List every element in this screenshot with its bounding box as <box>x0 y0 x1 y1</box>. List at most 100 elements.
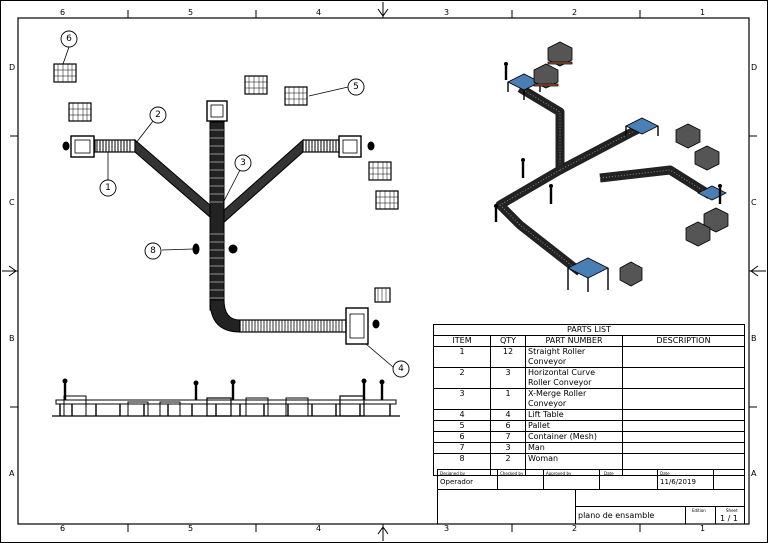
edition-cell: Edition <box>685 506 715 524</box>
designed-by-value: Operador <box>440 478 474 486</box>
cell-qty: 6 <box>490 420 526 432</box>
zone-col-3-top: 3 <box>444 8 450 17</box>
blank-cell <box>713 469 745 489</box>
zone-col-1-bottom: 1 <box>700 524 706 533</box>
cell-part: Straight Roller Conveyor <box>525 346 623 368</box>
zone-row-c-right: C <box>751 198 757 207</box>
cell-desc <box>622 388 745 410</box>
cell-item: 5 <box>433 420 491 432</box>
callout-4-circle <box>392 360 410 378</box>
sheet-value: 1 / 1 <box>720 514 738 523</box>
cell-qty: 7 <box>490 431 526 443</box>
header-part-number: PART NUMBER <box>525 335 623 347</box>
cell-part: Lift Table <box>525 409 623 421</box>
approved-by-cell: Approved by <box>543 469 599 489</box>
zone-row-b-left: B <box>9 334 15 343</box>
callout-6: 6 <box>66 34 72 44</box>
parts-list-table: PARTS LIST ITEM QTY PART NUMBER DESCRIPT… <box>433 324 745 476</box>
zone-col-4-bottom: 4 <box>316 524 322 533</box>
cell-desc <box>622 431 745 443</box>
drawing-title-cell: plano de ensamble <box>575 506 685 524</box>
zone-row-d-right: D <box>751 63 758 72</box>
cell-part: Pallet <box>525 420 623 432</box>
date-value: 11/6/2019 <box>660 478 696 486</box>
callout-5: 5 <box>353 82 359 92</box>
drawing-title: plano de ensamble <box>578 511 655 520</box>
zone-col-2-bottom: 2 <box>572 524 578 533</box>
blank-left-cell <box>437 489 575 524</box>
cell-part: X-Merge Roller Conveyor <box>525 388 623 410</box>
cell-qty: 4 <box>490 409 526 421</box>
cell-item: 6 <box>433 431 491 443</box>
callout-8-circle <box>144 242 162 260</box>
header-description: DESCRIPTION <box>622 335 745 347</box>
callout-bubbles <box>60 30 410 378</box>
callout-6-circle <box>60 30 78 48</box>
date-label: Date <box>604 471 614 476</box>
zone-row-d-left: D <box>9 63 16 72</box>
date2-cell: Date 11/6/2019 <box>657 469 713 489</box>
cell-desc <box>622 367 745 389</box>
zone-col-6-top: 6 <box>60 8 66 17</box>
callout-8: 8 <box>150 246 156 256</box>
zone-ticks <box>10 10 757 532</box>
cell-desc <box>622 453 745 476</box>
zone-col-2-top: 2 <box>572 8 578 17</box>
isometric-view <box>494 41 729 292</box>
designed-by-cell: Designed by Operador <box>437 469 497 489</box>
cell-desc <box>622 346 745 368</box>
sheet-cell: Sheet 1 / 1 <box>715 506 745 524</box>
sheet-label: Sheet <box>726 508 738 513</box>
cell-item: 1 <box>433 346 491 368</box>
checked-by-cell: Checked by <box>497 469 543 489</box>
edition-label: Edition <box>692 508 706 513</box>
cell-qty: 3 <box>490 442 526 454</box>
top-view <box>53 63 399 345</box>
callout-2: 2 <box>155 110 161 120</box>
cell-desc <box>622 409 745 421</box>
cell-qty: 3 <box>490 367 526 389</box>
callout-3: 3 <box>240 158 246 168</box>
cell-item: 4 <box>433 409 491 421</box>
title-block: Designed by Operador Checked by Approved… <box>437 469 745 524</box>
zone-col-6-bottom: 6 <box>60 524 66 533</box>
zone-col-5-top: 5 <box>188 8 194 17</box>
designed-by-label: Designed by <box>440 471 465 476</box>
approved-by-label: Approved by <box>546 471 572 476</box>
callout-3-circle <box>234 154 252 172</box>
date2-label: Date <box>660 471 670 476</box>
cell-desc <box>622 442 745 454</box>
cell-desc <box>622 420 745 432</box>
zone-row-a-left: A <box>9 469 15 478</box>
cell-qty: 12 <box>490 346 526 368</box>
zone-col-1-top: 1 <box>700 8 706 17</box>
callout-1-circle <box>99 179 117 197</box>
cell-item: 3 <box>433 388 491 410</box>
zone-row-c-left: C <box>9 198 15 207</box>
front-view <box>52 378 400 417</box>
cell-item: 2 <box>433 367 491 389</box>
zone-col-4-top: 4 <box>316 8 322 17</box>
header-item: ITEM <box>433 335 491 347</box>
zone-col-5-bottom: 5 <box>188 524 194 533</box>
zone-row-a-right: A <box>751 469 757 478</box>
callout-4: 4 <box>398 364 404 374</box>
zone-col-3-bottom: 3 <box>444 524 450 533</box>
checked-by-label: Checked by <box>500 471 524 476</box>
zone-row-b-right: B <box>751 334 757 343</box>
cell-item: 8 <box>433 453 491 476</box>
header-qty: QTY <box>490 335 526 347</box>
callout-2-circle <box>149 106 167 124</box>
cell-part: Horizontal Curve Roller Conveyor <box>525 367 623 389</box>
cell-qty: 1 <box>490 388 526 410</box>
